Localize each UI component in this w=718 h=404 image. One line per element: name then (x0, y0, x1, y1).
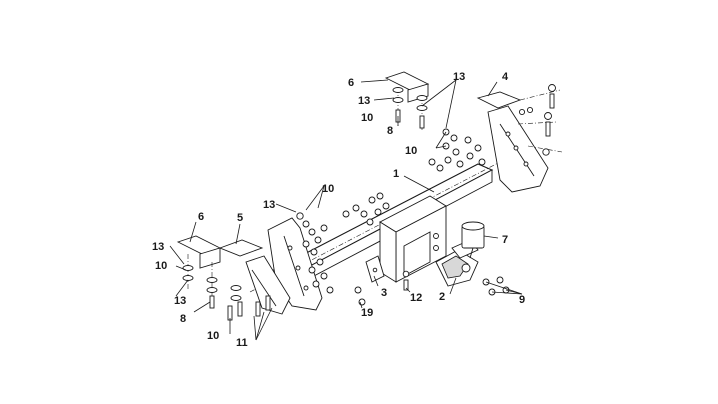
hardware-bolts (182, 84, 556, 321)
callout-10-mid: 10 (405, 145, 417, 157)
callout-3: 3 (381, 287, 387, 299)
callout-13-left-lower: 13 (174, 295, 186, 307)
callout-19: 19 (361, 307, 373, 319)
callout-7: 7 (502, 234, 508, 246)
callout-labels: 1 2 3 4 5 6 6 7 8 8 9 10 10 10 10 10 11 … (152, 71, 525, 349)
callout-10-top: 10 (361, 112, 373, 124)
callout-6-top: 6 (348, 77, 354, 89)
callout-6-left: 6 (198, 211, 204, 223)
callout-8-top: 8 (387, 125, 393, 137)
callout-10-bottom: 10 (207, 330, 219, 342)
callout-13-top-left: 13 (358, 95, 370, 107)
callout-8-left: 8 (180, 313, 186, 325)
right-bracket-part (476, 89, 563, 193)
callout-13-top-right: 13 (453, 71, 465, 83)
callout-2: 2 (439, 291, 445, 303)
callout-5: 5 (237, 212, 243, 224)
small-plate-part (365, 255, 385, 283)
leader-lines (169, 79, 523, 341)
left-bracket-part (218, 217, 323, 315)
hitch-receiver-part (379, 195, 447, 283)
callout-10-center: 10 (322, 183, 334, 195)
callout-13-center: 13 (263, 199, 275, 211)
callout-11: 11 (236, 337, 248, 349)
callout-1: 1 (393, 168, 399, 180)
callout-10-left: 10 (155, 260, 167, 272)
electrical-socket-part (461, 221, 485, 259)
left-plate-part (176, 235, 222, 300)
callout-4: 4 (502, 71, 509, 83)
callout-12: 12 (410, 292, 422, 304)
callout-13-left-upper: 13 (152, 241, 164, 253)
callout-9: 9 (519, 294, 525, 306)
